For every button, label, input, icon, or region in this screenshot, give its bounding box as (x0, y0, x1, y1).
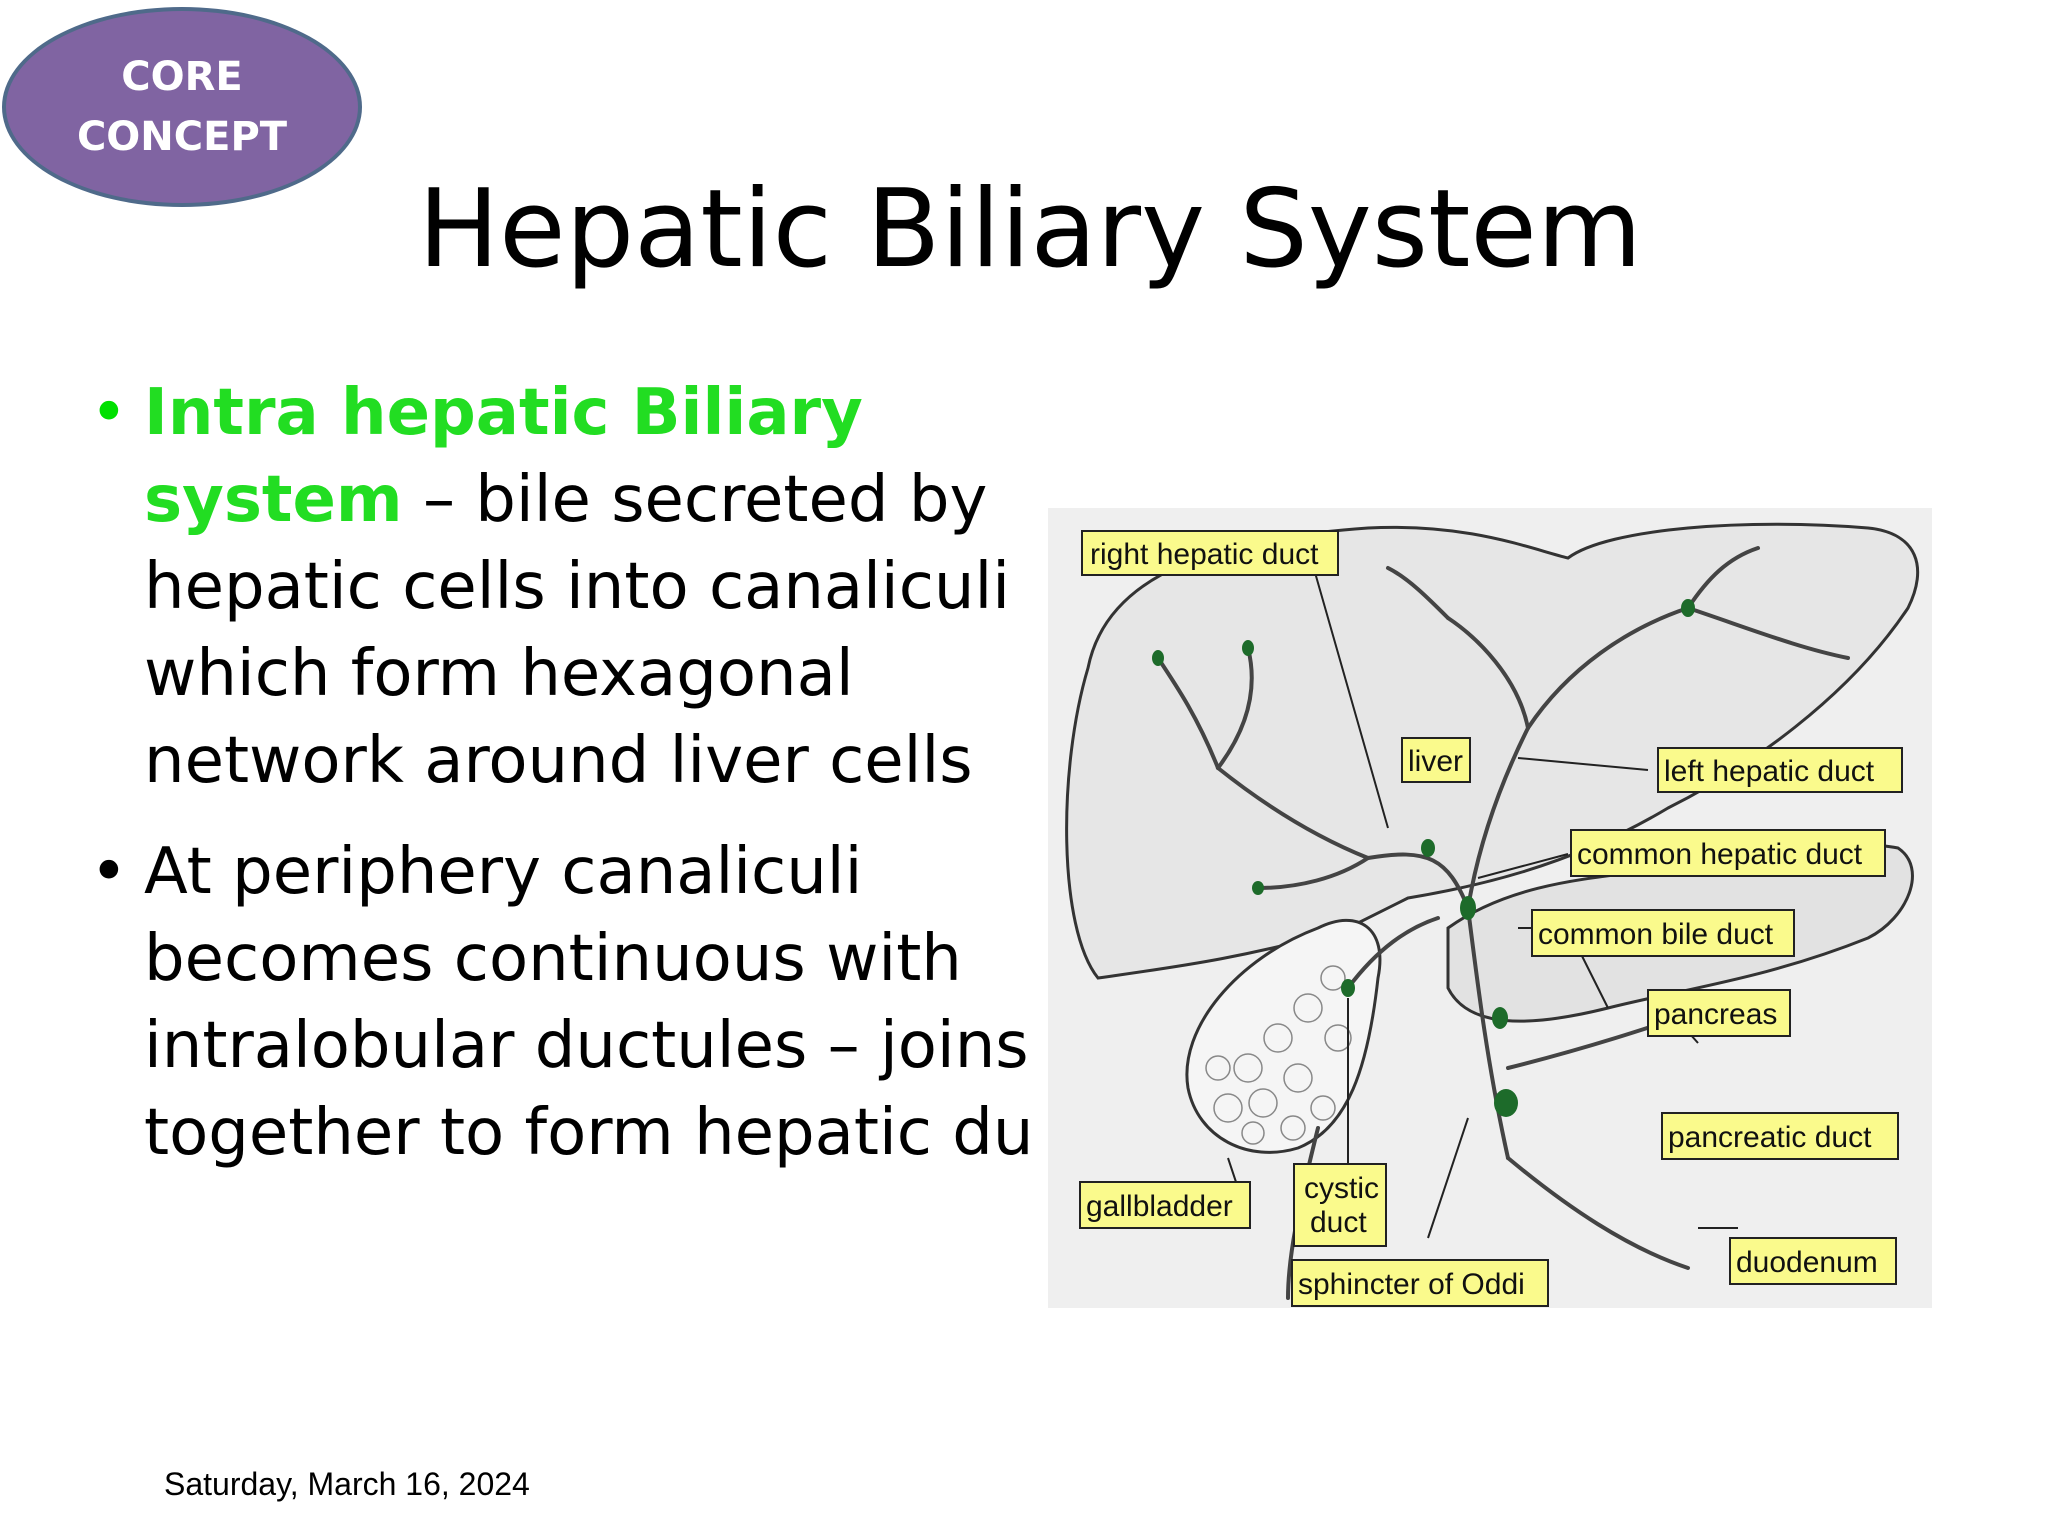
bullet-list: • Intra hepatic Biliary system – bile se… (90, 370, 1100, 1201)
label-pancreas: pancreas (1647, 989, 1791, 1037)
label-pancreatic-duct: pancreatic duct (1661, 1112, 1899, 1160)
bullet-item-intrahepatic: • Intra hepatic Biliary system – bile se… (90, 370, 1100, 805)
label-right-hepatic-duct: right hepatic duct (1081, 530, 1339, 576)
biliary-anatomy-figure: right hepatic duct liver left hepatic du… (1048, 508, 1932, 1308)
label-common-bile-duct: common bile duct (1531, 909, 1795, 957)
badge-line-2: CONCEPT (76, 114, 288, 160)
bullet-highlight: Intra hepatic Biliary system (144, 376, 863, 537)
label-text: cystic (1304, 1172, 1379, 1205)
label-sphincter-of-oddi: sphincter of Oddi (1291, 1259, 1549, 1307)
label-text: common hepatic duct (1577, 838, 1863, 871)
badge-line-1: CORE (121, 54, 243, 100)
label-left-hepatic-duct: left hepatic duct (1657, 747, 1903, 793)
bullet-item-periphery: • At periphery canaliculi becomes contin… (90, 829, 1100, 1177)
bullet-text: At periphery canaliculi becomes continuo… (144, 835, 1034, 1170)
label-text: common bile duct (1538, 918, 1774, 951)
label-common-hepatic-duct: common hepatic duct (1570, 829, 1886, 877)
label-text: pancreatic duct (1668, 1121, 1872, 1154)
label-text: sphincter of Oddi (1298, 1268, 1525, 1301)
duct-tree (1156, 546, 1850, 1300)
label-text: left hepatic duct (1664, 755, 1875, 788)
duct-nodes (1152, 599, 1695, 1117)
label-liver: liver (1401, 737, 1471, 783)
label-gallbladder: gallbladder (1079, 1181, 1251, 1229)
liver-outline (1065, 522, 1920, 980)
footer-date: Saturday, March 16, 2024 (164, 1466, 530, 1502)
label-text: gallbladder (1086, 1190, 1233, 1223)
label-text: pancreas (1654, 998, 1777, 1031)
label-text: duodenum (1736, 1246, 1878, 1279)
bullet-dot-icon: • (90, 376, 128, 450)
core-concept-badge: CORE CONCEPT (2, 7, 362, 207)
label-cystic-duct: cystic duct (1293, 1163, 1387, 1247)
biliary-diagram: right hepatic duct liver left hepatic du… (1065, 522, 1920, 1307)
slide-title: Hepatic Biliary System (417, 167, 1643, 292)
bullet-dot-icon: • (90, 835, 128, 909)
label-text: duct (1310, 1206, 1367, 1239)
label-text: liver (1408, 745, 1463, 778)
leader-lines (1227, 547, 1738, 1239)
bullet-text: – bile secreted by hepatic cells into ca… (144, 463, 1010, 798)
label-duodenum: duodenum (1729, 1237, 1897, 1285)
label-text: right hepatic duct (1090, 538, 1319, 571)
gallbladder-texture (1205, 965, 1352, 1145)
